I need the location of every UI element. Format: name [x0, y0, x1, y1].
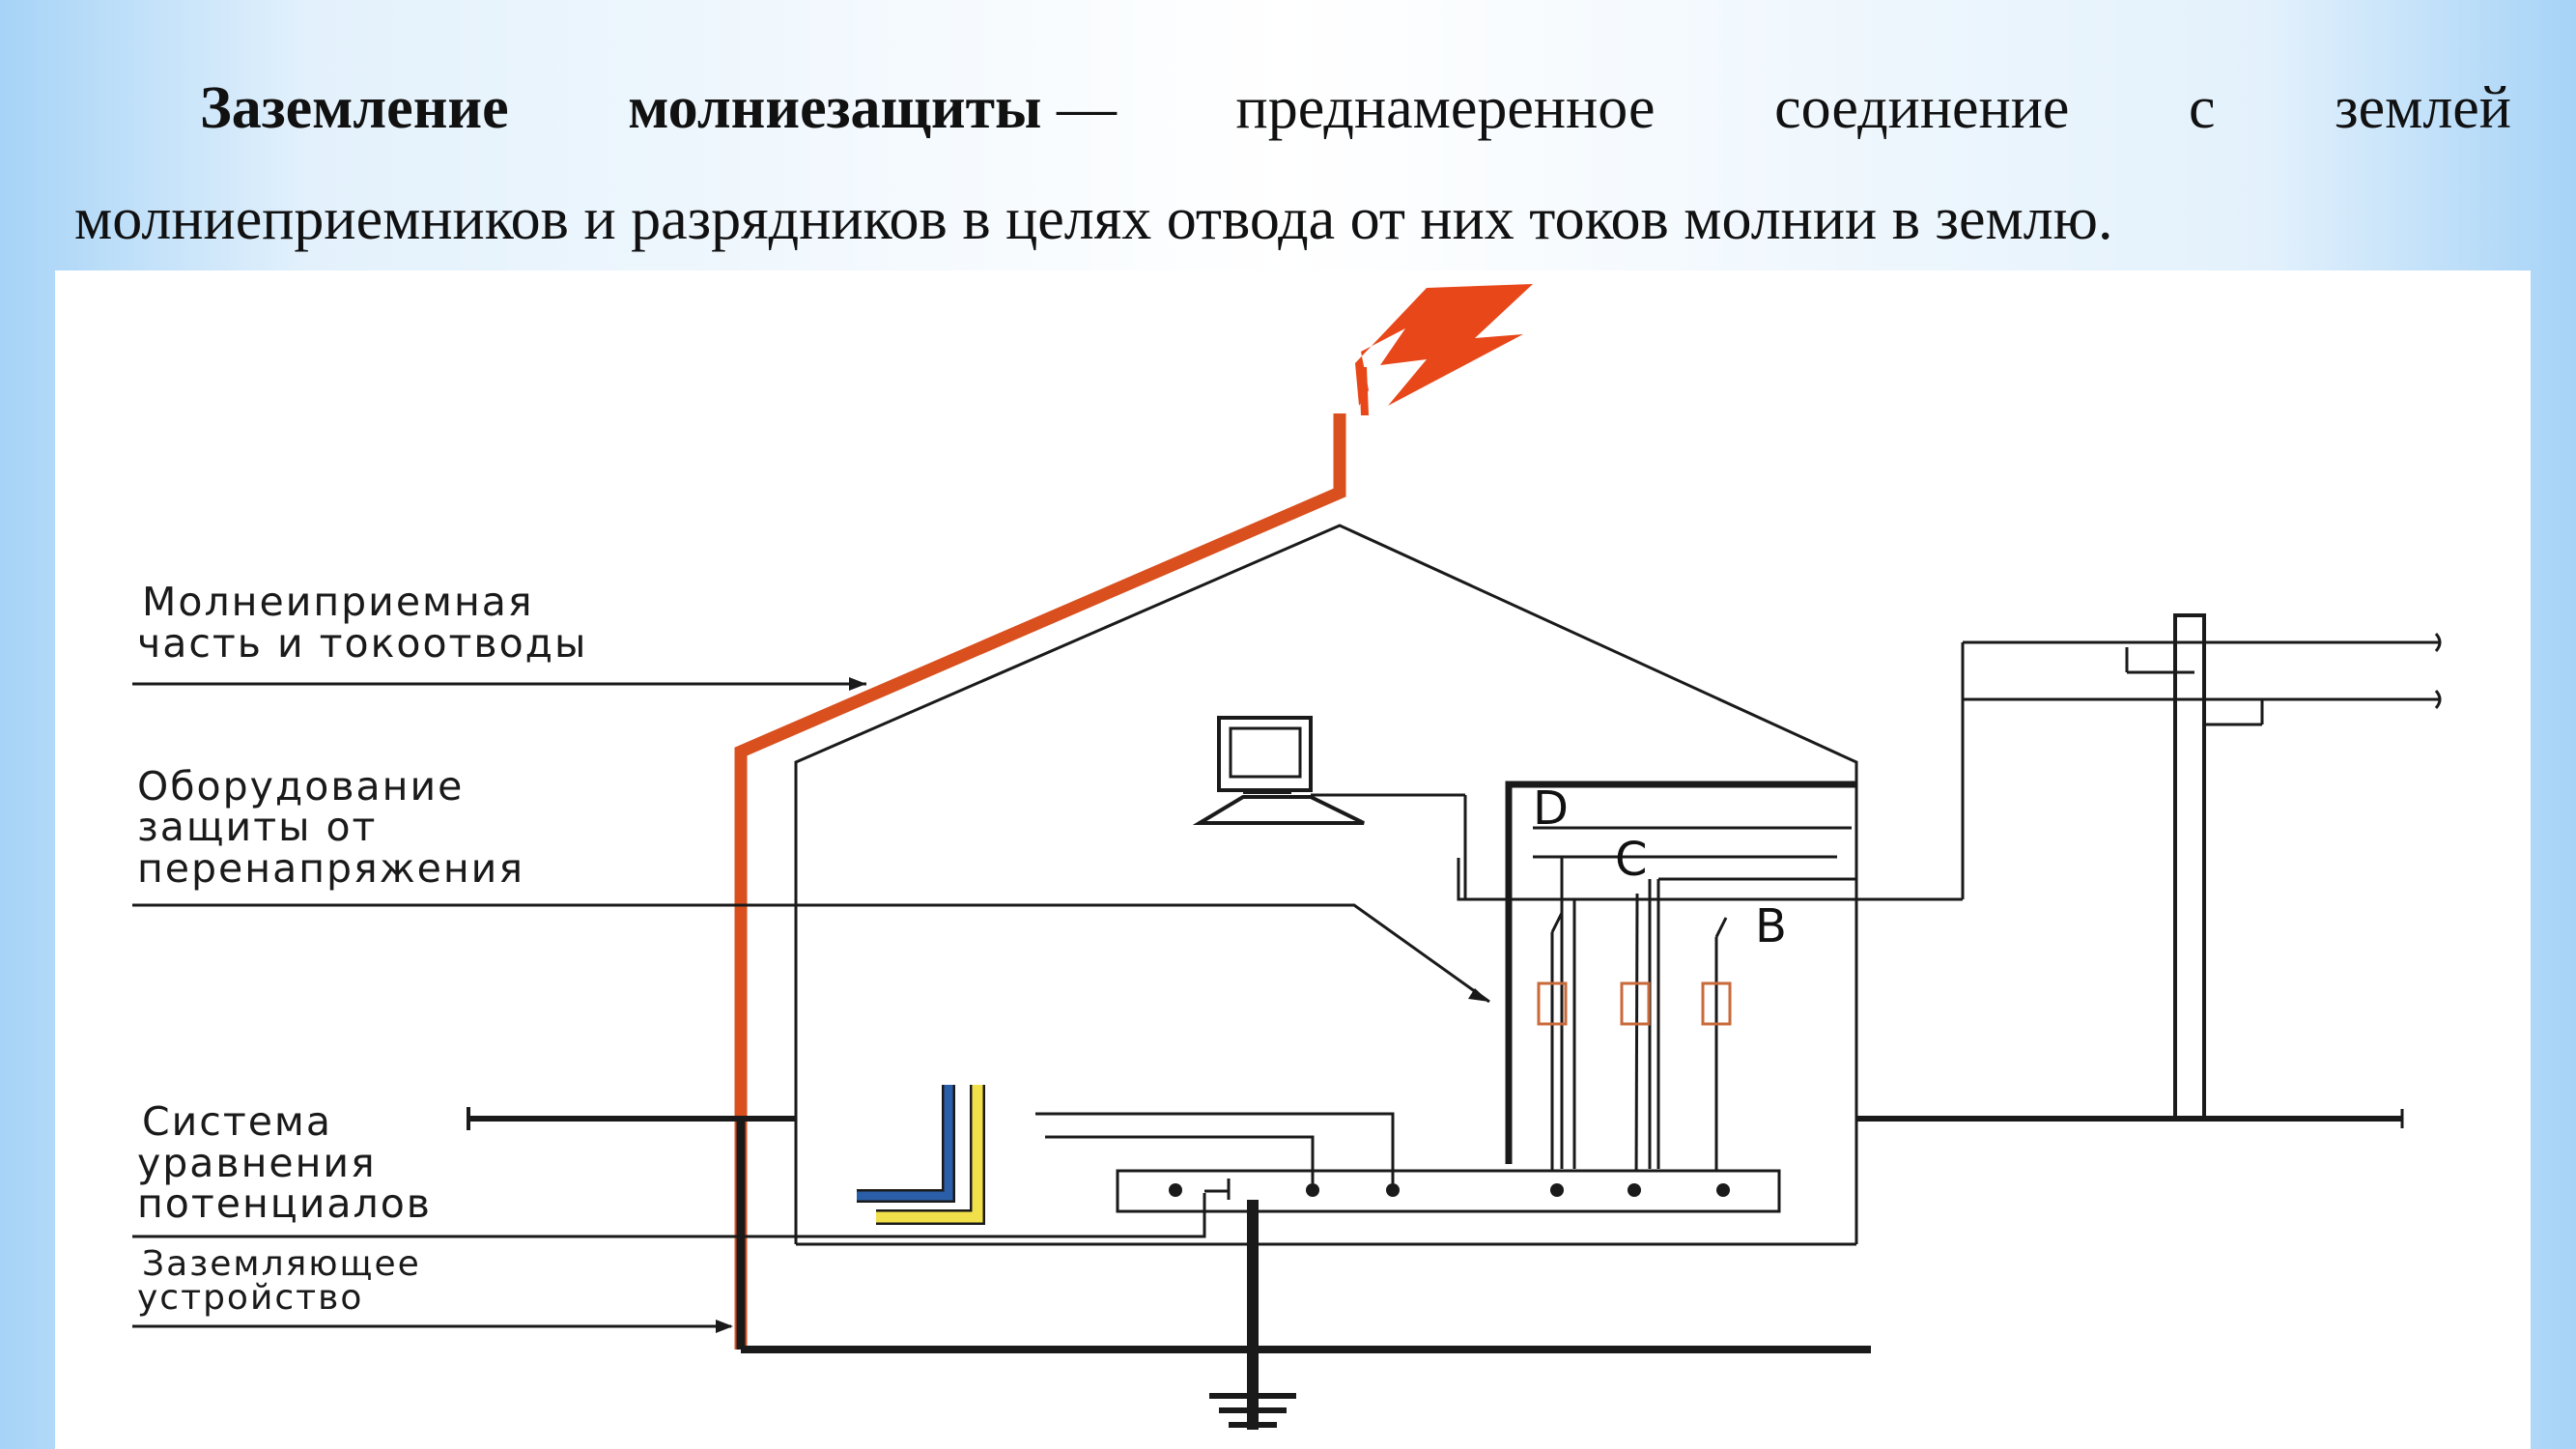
label-surge-1: Оборудование	[137, 763, 464, 810]
definition-text: Заземление молниезащиты — преднамеренное…	[74, 53, 2511, 275]
term-word-2-wrap: молниезащиты —	[628, 53, 1117, 164]
def-word-2: соединение	[1774, 75, 2070, 141]
zone-d-label: D	[1533, 781, 1569, 836]
pipes	[857, 1085, 985, 1225]
label-surge-3: перенапряжения	[137, 845, 524, 892]
def-word-1: преднамеренное	[1235, 75, 1656, 141]
label-lightning-part-2: часть и токоотводы	[137, 620, 587, 667]
def-word-4: землей	[2335, 75, 2511, 141]
label-surge-2: защиты от	[137, 804, 377, 850]
lightning-bolt-icon	[1355, 284, 1533, 415]
definition-line-1: Заземление молниезащиты — преднамеренное…	[74, 53, 2511, 164]
zone-b-label: B	[1755, 899, 1787, 953]
label-equip-3: потенциалов	[137, 1180, 432, 1227]
surge-arresters	[1537, 893, 1732, 1189]
utility-pole	[1856, 613, 2442, 1120]
computer-monitor-icon	[1192, 716, 1467, 898]
label-ground-2: устройство	[137, 1278, 363, 1318]
term: Заземление	[200, 53, 509, 164]
label-ground-1: Заземляющее	[142, 1244, 421, 1284]
dash: —	[1056, 75, 1117, 141]
label-lightning-part-1: Молнеиприемная	[142, 579, 534, 625]
definition-line-2: молниеприемников и разрядников в целях о…	[74, 186, 2113, 252]
distribution-cabinet	[1505, 781, 1856, 1164]
down-conductor	[734, 413, 1346, 1350]
label-equip-2: уравнения	[137, 1140, 377, 1186]
equipotential-bonding-bar	[1116, 1169, 1781, 1213]
lightning-protection-diagram: D C B	[55, 270, 2531, 1449]
ground-symbol-icon	[1209, 1393, 1296, 1428]
zone-c-label: C	[1615, 833, 1648, 887]
house-roof	[794, 524, 1858, 1244]
term-word-2: молниезащиты	[628, 75, 1042, 141]
label-equip-1: Система	[142, 1098, 332, 1145]
term-word-1: Заземление	[200, 75, 509, 141]
def-word-3: с	[2188, 75, 2216, 141]
